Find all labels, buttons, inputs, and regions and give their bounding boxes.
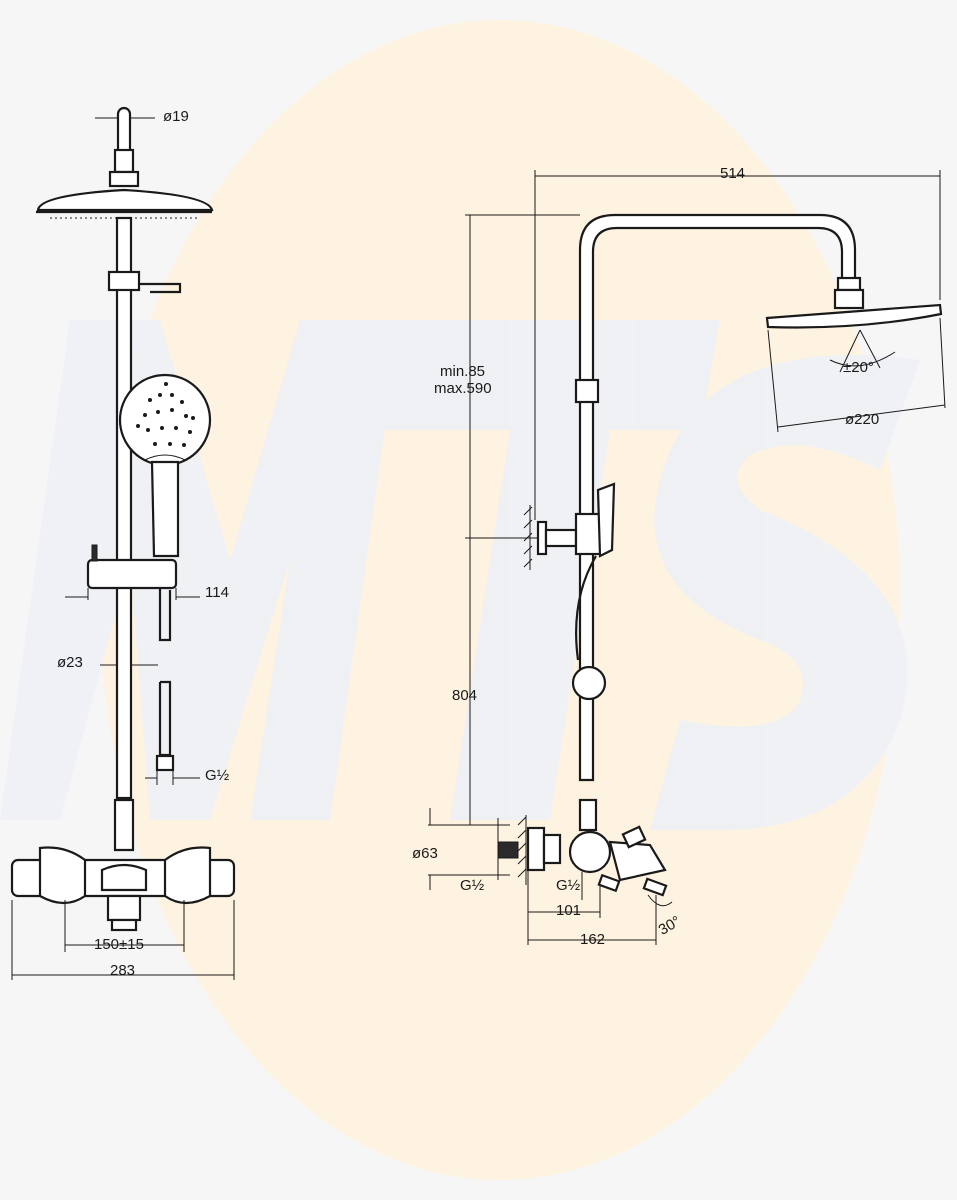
wall-hatch-lower [517, 815, 527, 885]
front-view [10, 106, 236, 932]
left-handle [38, 846, 87, 905]
wall-bracket-plate [536, 520, 548, 556]
outlet-nut [110, 918, 138, 932]
side-slider-ball [571, 665, 607, 701]
hand-shower-head [118, 373, 212, 467]
wall-bracket-arm [544, 528, 578, 548]
hose-nut [155, 754, 175, 772]
dim-d162: 162 [580, 931, 605, 948]
side-view [497, 213, 943, 897]
riser-clamp [574, 378, 600, 404]
dim-d19: ø19 [163, 108, 189, 125]
dim-d101: 101 [556, 902, 581, 919]
hand-shower-neck [144, 454, 186, 461]
angle30-arc [647, 894, 673, 907]
outlet-spout [106, 894, 142, 922]
arm-connector [113, 148, 135, 174]
dim-thread-front: G½ [205, 767, 230, 784]
front-dimensions: ø19 114 ø23 G½ 150±15 283 [11, 108, 235, 980]
slider [86, 558, 178, 590]
dim-range-max: max.590 [434, 380, 492, 397]
riser-pipe [115, 216, 133, 800]
hose-upper [158, 588, 172, 642]
hand-shower-handle [150, 460, 180, 558]
arm-nut [108, 170, 140, 188]
dim-angle20: ±20° [843, 359, 874, 376]
watermark-logo [0, 320, 920, 830]
diverter-knob [621, 825, 647, 849]
dim-d514: 514 [720, 165, 745, 182]
dim-d283: 283 [110, 962, 135, 979]
head-ball-joint [833, 288, 865, 310]
inlet-connector [497, 841, 519, 859]
head-shower-body [36, 188, 214, 212]
dim-d63: ø63 [412, 845, 438, 862]
spout-tip [597, 873, 621, 893]
spout-outlet [642, 877, 668, 897]
side-lower-pipe [578, 798, 598, 832]
dim-d220: ø220 [845, 411, 879, 428]
holder-arm [139, 282, 182, 294]
dim-d114: 114 [205, 584, 229, 601]
eccentric [542, 833, 562, 865]
dim-d23: ø23 [57, 654, 83, 671]
dim-thread-side-left: G½ [460, 877, 485, 894]
slider-knob [91, 544, 98, 562]
watermark [0, 20, 920, 1180]
angle20-arc [829, 351, 896, 367]
side-hand-shower [596, 482, 616, 558]
lower-pipe [113, 798, 135, 852]
dim-range-min: min.85 [440, 363, 485, 380]
dim-thread-side-mid: G½ [556, 877, 581, 894]
right-handle [163, 846, 212, 905]
mixer-body [568, 830, 612, 874]
side-dimensions: 514 min.85 max.590 804 ±20° ø220 ø63 G½ … [412, 165, 946, 948]
dim-d804: 804 [452, 687, 477, 704]
wall-flange [526, 826, 546, 872]
holder-clip [107, 270, 141, 292]
side-hose [575, 555, 597, 661]
side-head-shower [765, 303, 943, 329]
dim-d150: 150±15 [94, 936, 144, 953]
diverter [100, 863, 148, 892]
arm-head-joint [836, 276, 862, 292]
hand-shower-nozzles [136, 382, 195, 447]
